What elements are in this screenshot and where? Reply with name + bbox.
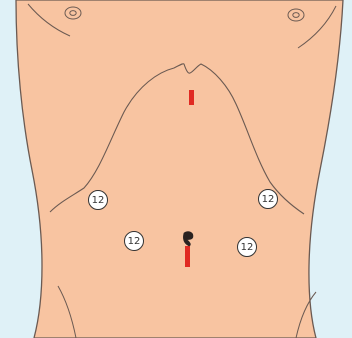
port-marker-right-upper: 12 (259, 190, 278, 209)
port-marker-right-lower: 12 (238, 238, 257, 257)
port-marker-label: 12 (241, 242, 254, 253)
port-marker-left-upper: 12 (89, 191, 108, 210)
port-marker-left-lower: 12 (125, 232, 144, 251)
lower-midline-incision (185, 246, 190, 267)
torso-outline (16, 0, 343, 338)
port-marker-label: 12 (128, 236, 141, 247)
upper-midline-incision (189, 90, 194, 105)
port-marker-label: 12 (92, 195, 105, 206)
port-marker-label: 12 (262, 194, 275, 205)
